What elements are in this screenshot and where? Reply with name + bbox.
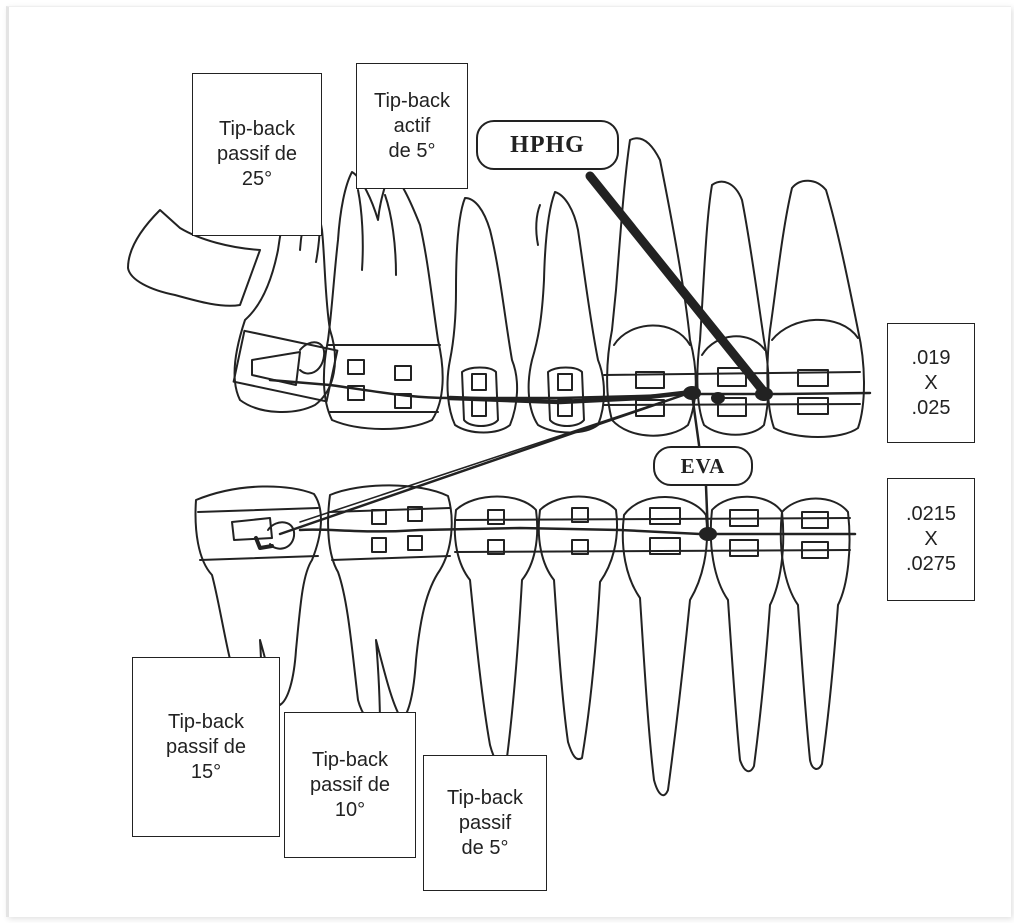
lower-bracket [650,508,680,524]
label-line: Tip-back [357,89,467,114]
upper-canine-hook [684,387,700,399]
label-line: passif [424,811,546,836]
lower-premolar2-tooth [455,497,537,767]
label-line: passif de [193,142,321,167]
label-line: X [888,371,974,396]
upper-bracket [348,360,364,374]
upper-premolar-tipback-label: Tip-back actif de 5° [356,63,468,189]
upper-molar1-root-a [358,190,363,270]
label-line: 15° [133,760,279,785]
upper-bracket [798,398,828,414]
upper-molar-tipback-label: Tip-back passif de 25° [192,73,322,236]
lower-bracket [372,538,386,552]
label-line: de 5° [424,836,546,861]
upper-bracket [472,400,486,416]
label-line: 10° [285,798,415,823]
lower-molar1-tipback-label: Tip-back passif de 10° [284,712,416,858]
label-line: .025 [888,396,974,421]
upper-bracket [472,374,486,390]
upper-central-crown [772,320,858,340]
upper-bracket [395,366,411,380]
label-line: passif de [285,773,415,798]
lower-premolar-tipback-label: Tip-back passif de 5° [423,755,547,891]
hphg-label: HPHG [476,120,619,170]
lower-molar2-tipback-label: Tip-back passif de 15° [132,657,280,837]
upper-lateral-hook [756,388,772,400]
lower-bracket [408,536,422,550]
lower-molar1-tooth [328,485,452,727]
upper-molar1-tooth [324,172,443,429]
label-line: X [888,527,974,552]
lower-lateral-tooth [711,497,783,771]
lower-canine-tooth [623,497,707,795]
label-line: passif de [133,735,279,760]
lower-bracket [488,510,504,524]
lower-bracket [372,510,386,524]
upper-premolar1-root [536,205,540,245]
label-line: Tip-back [285,748,415,773]
label-line: de 5° [357,139,467,164]
label-line: .0215 [888,502,974,527]
lower-bracket [730,540,758,556]
label-line: .019 [888,346,974,371]
upper-molar1-root-b [385,195,396,275]
lower-bracket [802,512,828,528]
upper-bracket [558,374,572,390]
label-line: actif [357,114,467,139]
label-line: .0275 [888,552,974,577]
eva-label: EVA [653,446,753,486]
lower-premolar1-tooth [539,497,617,760]
upper-canine-crown [614,325,690,345]
lower-hook [256,538,272,548]
label-line: Tip-back [133,710,279,735]
label-line: Tip-back [193,117,321,142]
upper-archwire-stop [712,393,724,403]
lower-central-tooth [781,499,850,769]
lower-wire-size-label: .0215 X .0275 [887,478,975,601]
lower-molar-tube [232,518,272,540]
label-line: Tip-back [424,786,546,811]
upper-wire-size-label: .019 X .025 [887,323,975,443]
lower-archwire [300,528,855,534]
lower-canine-hook [700,528,716,540]
lower-molar1-band [330,508,450,560]
label-line: 25° [193,167,321,192]
lower-molar2-band [198,508,318,560]
